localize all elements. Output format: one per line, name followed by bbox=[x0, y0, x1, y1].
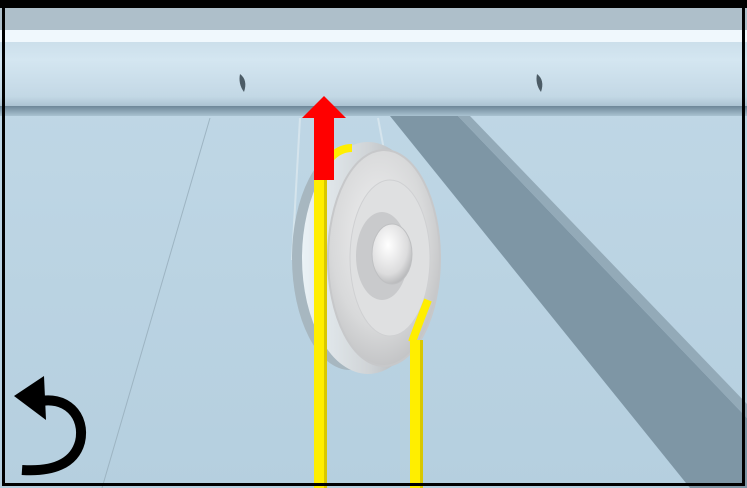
undo-arrow-icon bbox=[14, 376, 87, 476]
pulley-hub bbox=[371, 223, 413, 285]
up-arrow-icon bbox=[302, 96, 346, 180]
belt-left-strand bbox=[314, 178, 326, 488]
undo-button[interactable] bbox=[14, 372, 94, 480]
diagonal-beam bbox=[390, 116, 747, 488]
top-rail-upper-band bbox=[0, 8, 747, 30]
rail-hole-left bbox=[239, 74, 246, 92]
diagonal-beam-edge bbox=[458, 116, 747, 418]
top-rail-highlight bbox=[0, 30, 747, 42]
belt-bottom-wrap bbox=[408, 298, 432, 344]
belt-right-strand bbox=[410, 340, 422, 488]
push-up-arrow[interactable] bbox=[302, 96, 346, 180]
belt-left-strand-shade bbox=[324, 178, 327, 488]
bracket-line bbox=[377, 117, 385, 151]
support-wire bbox=[101, 117, 211, 488]
rail-hole-right bbox=[536, 74, 543, 92]
belt-right-strand-shade bbox=[420, 340, 423, 488]
top-rail-lower-edge bbox=[0, 106, 747, 116]
